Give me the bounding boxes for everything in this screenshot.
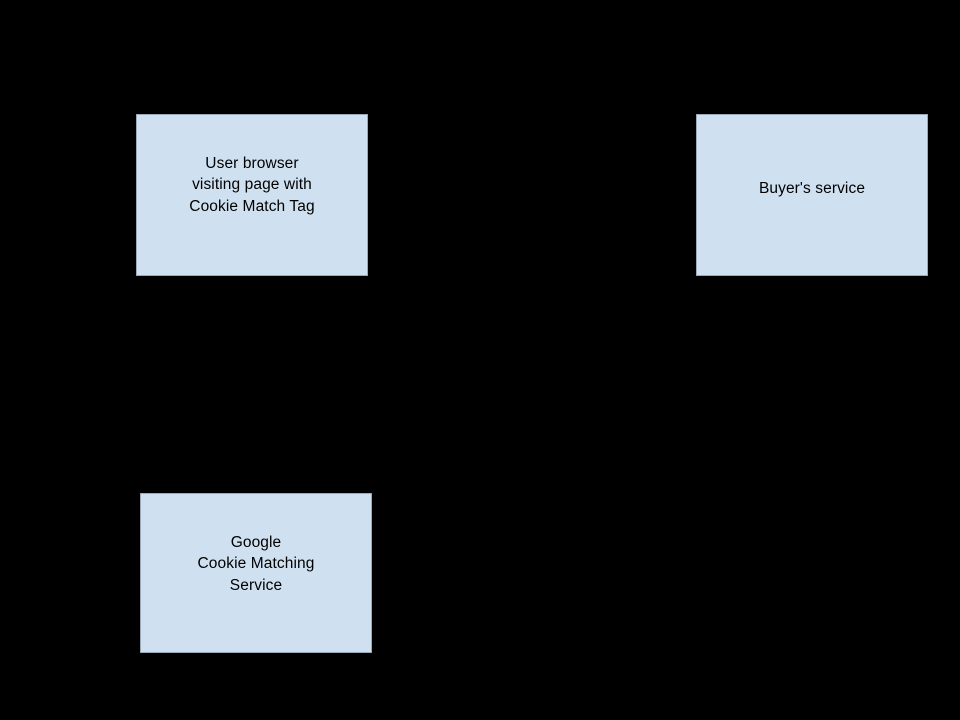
node-google-cookie-matching-label: Google Cookie Matching Service: [197, 533, 315, 594]
node-user-browser[interactable]: User browser visiting page with Cookie M…: [136, 114, 368, 276]
node-google-cookie-matching[interactable]: Google Cookie Matching Service: [140, 493, 372, 653]
node-buyer-service[interactable]: Buyer's service: [696, 114, 928, 276]
node-buyer-service-label: Buyer's service: [758, 180, 866, 198]
node-user-browser-label: User browser visiting page with Cookie M…: [189, 154, 315, 215]
